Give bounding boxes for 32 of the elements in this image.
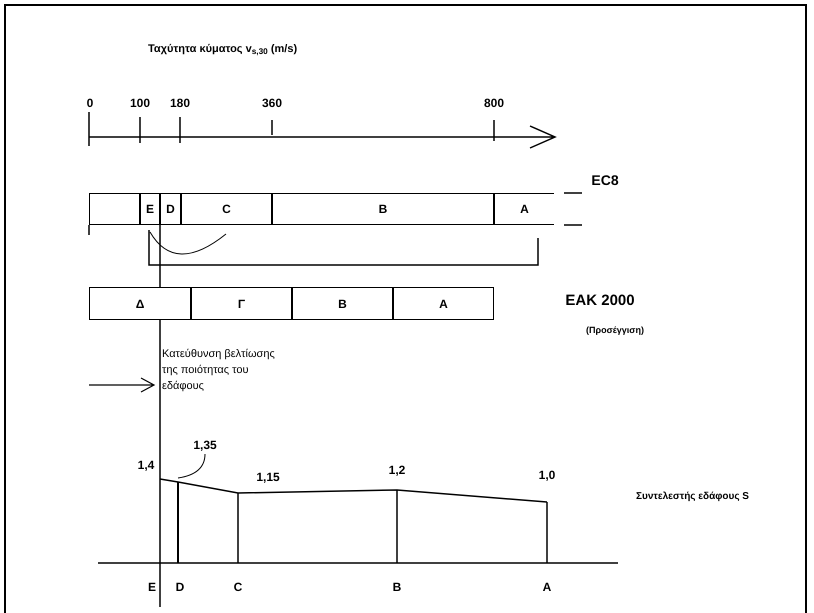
axis-title: Ταχύτητα κύματος v$_{s,30}$ (m/s) bbox=[148, 42, 298, 58]
text-label: (Προσέγγιση) bbox=[585, 324, 645, 337]
leader-line bbox=[178, 454, 206, 478]
text-label: B bbox=[392, 579, 402, 596]
text-label: 1,15 bbox=[255, 469, 281, 486]
text-label: EAK 2000 bbox=[564, 291, 636, 311]
soil-class-cell: B bbox=[272, 193, 494, 225]
text-label: EC8 bbox=[590, 171, 620, 190]
text-label: Συντελεστής εδάφους S bbox=[636, 490, 750, 504]
tick-label: 360 bbox=[260, 95, 284, 112]
text-label: 1,2 bbox=[388, 462, 406, 479]
soil-class-cell: Δ bbox=[89, 287, 191, 320]
class-boundary-line bbox=[177, 482, 179, 563]
tick-label: 180 bbox=[168, 95, 192, 112]
soil-class-cell: E bbox=[140, 193, 160, 225]
text-label: D bbox=[174, 579, 186, 596]
value-label: 1,35 bbox=[185, 436, 225, 454]
text-label: A bbox=[542, 579, 552, 596]
soil-class-cell: C bbox=[181, 193, 272, 225]
soil-class-cell: Γ bbox=[191, 287, 292, 320]
text-label: 1,0 bbox=[538, 467, 556, 484]
tick-label: 100 bbox=[128, 95, 152, 112]
soil-class-cell: D bbox=[160, 193, 181, 225]
soil-class-cell: A bbox=[393, 287, 494, 320]
tick-label: 800 bbox=[482, 95, 506, 112]
soil-class-cell: A bbox=[494, 193, 554, 225]
soil-class-cell: B bbox=[292, 287, 393, 320]
text-label: E bbox=[146, 579, 157, 596]
text-label: C bbox=[232, 579, 244, 596]
text-label: 1,4 bbox=[136, 457, 156, 474]
direction-note: Κατεύθυνση βελτίωσης της ποιότητας του εδάφους bbox=[162, 347, 276, 394]
tick-label: 0 bbox=[86, 95, 94, 112]
